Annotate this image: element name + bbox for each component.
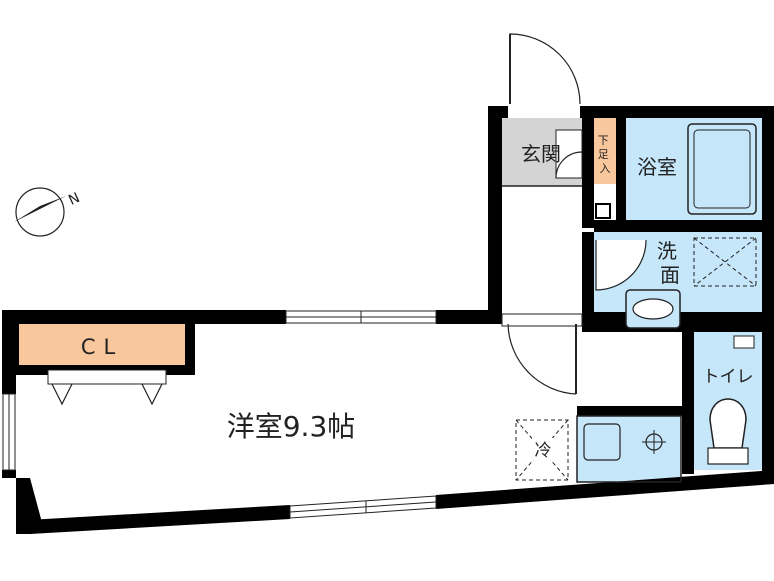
wash-label: 洗 面 [657,239,683,287]
front-door [509,33,581,105]
compass-icon: N [14,187,82,237]
bath-label: 浴室 [637,155,677,179]
compass-north-label: N [66,190,82,209]
fridge-label: 冷 [535,441,552,461]
fridge-space: 冷 [515,419,569,481]
closet: CL [9,313,195,406]
closet-area [14,318,190,370]
windows [2,310,437,519]
room-door [501,313,583,395]
western-room-label: 洋室9.3帖 [227,410,356,443]
shoe-box-area [594,118,616,184]
entrance-label: 玄関 [521,142,561,166]
wash-basin [625,289,681,329]
kitchen [576,415,682,483]
bathtub [687,123,757,215]
shoe-box-label: 下 足 入 [598,134,613,175]
washing-machine-pan [693,237,757,287]
kitchen-area [577,416,681,482]
closet-label: CL [81,335,123,359]
toilet-label: トイレ [703,367,754,387]
toilet [707,335,755,465]
